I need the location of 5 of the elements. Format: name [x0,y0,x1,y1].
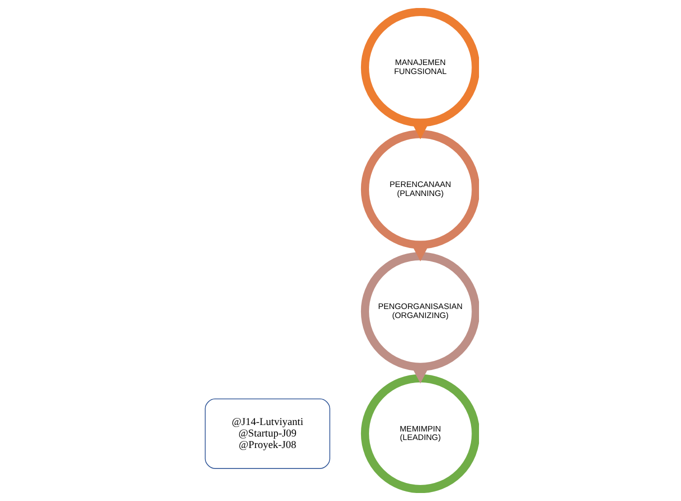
node-circle: MEMIMPIN (LEADING) [360,374,479,493]
node-circle: MANAJEMEN FUNGSIONAL [360,8,479,127]
node-circle: PENGORGANISASIAN (ORGANIZING) [360,252,479,371]
node-circle: PERENCANAAN (PLANNING) [360,130,479,249]
node-box: @J14-Lutviyanti @Startup-J09 @Proyek-J08 [204,398,330,469]
